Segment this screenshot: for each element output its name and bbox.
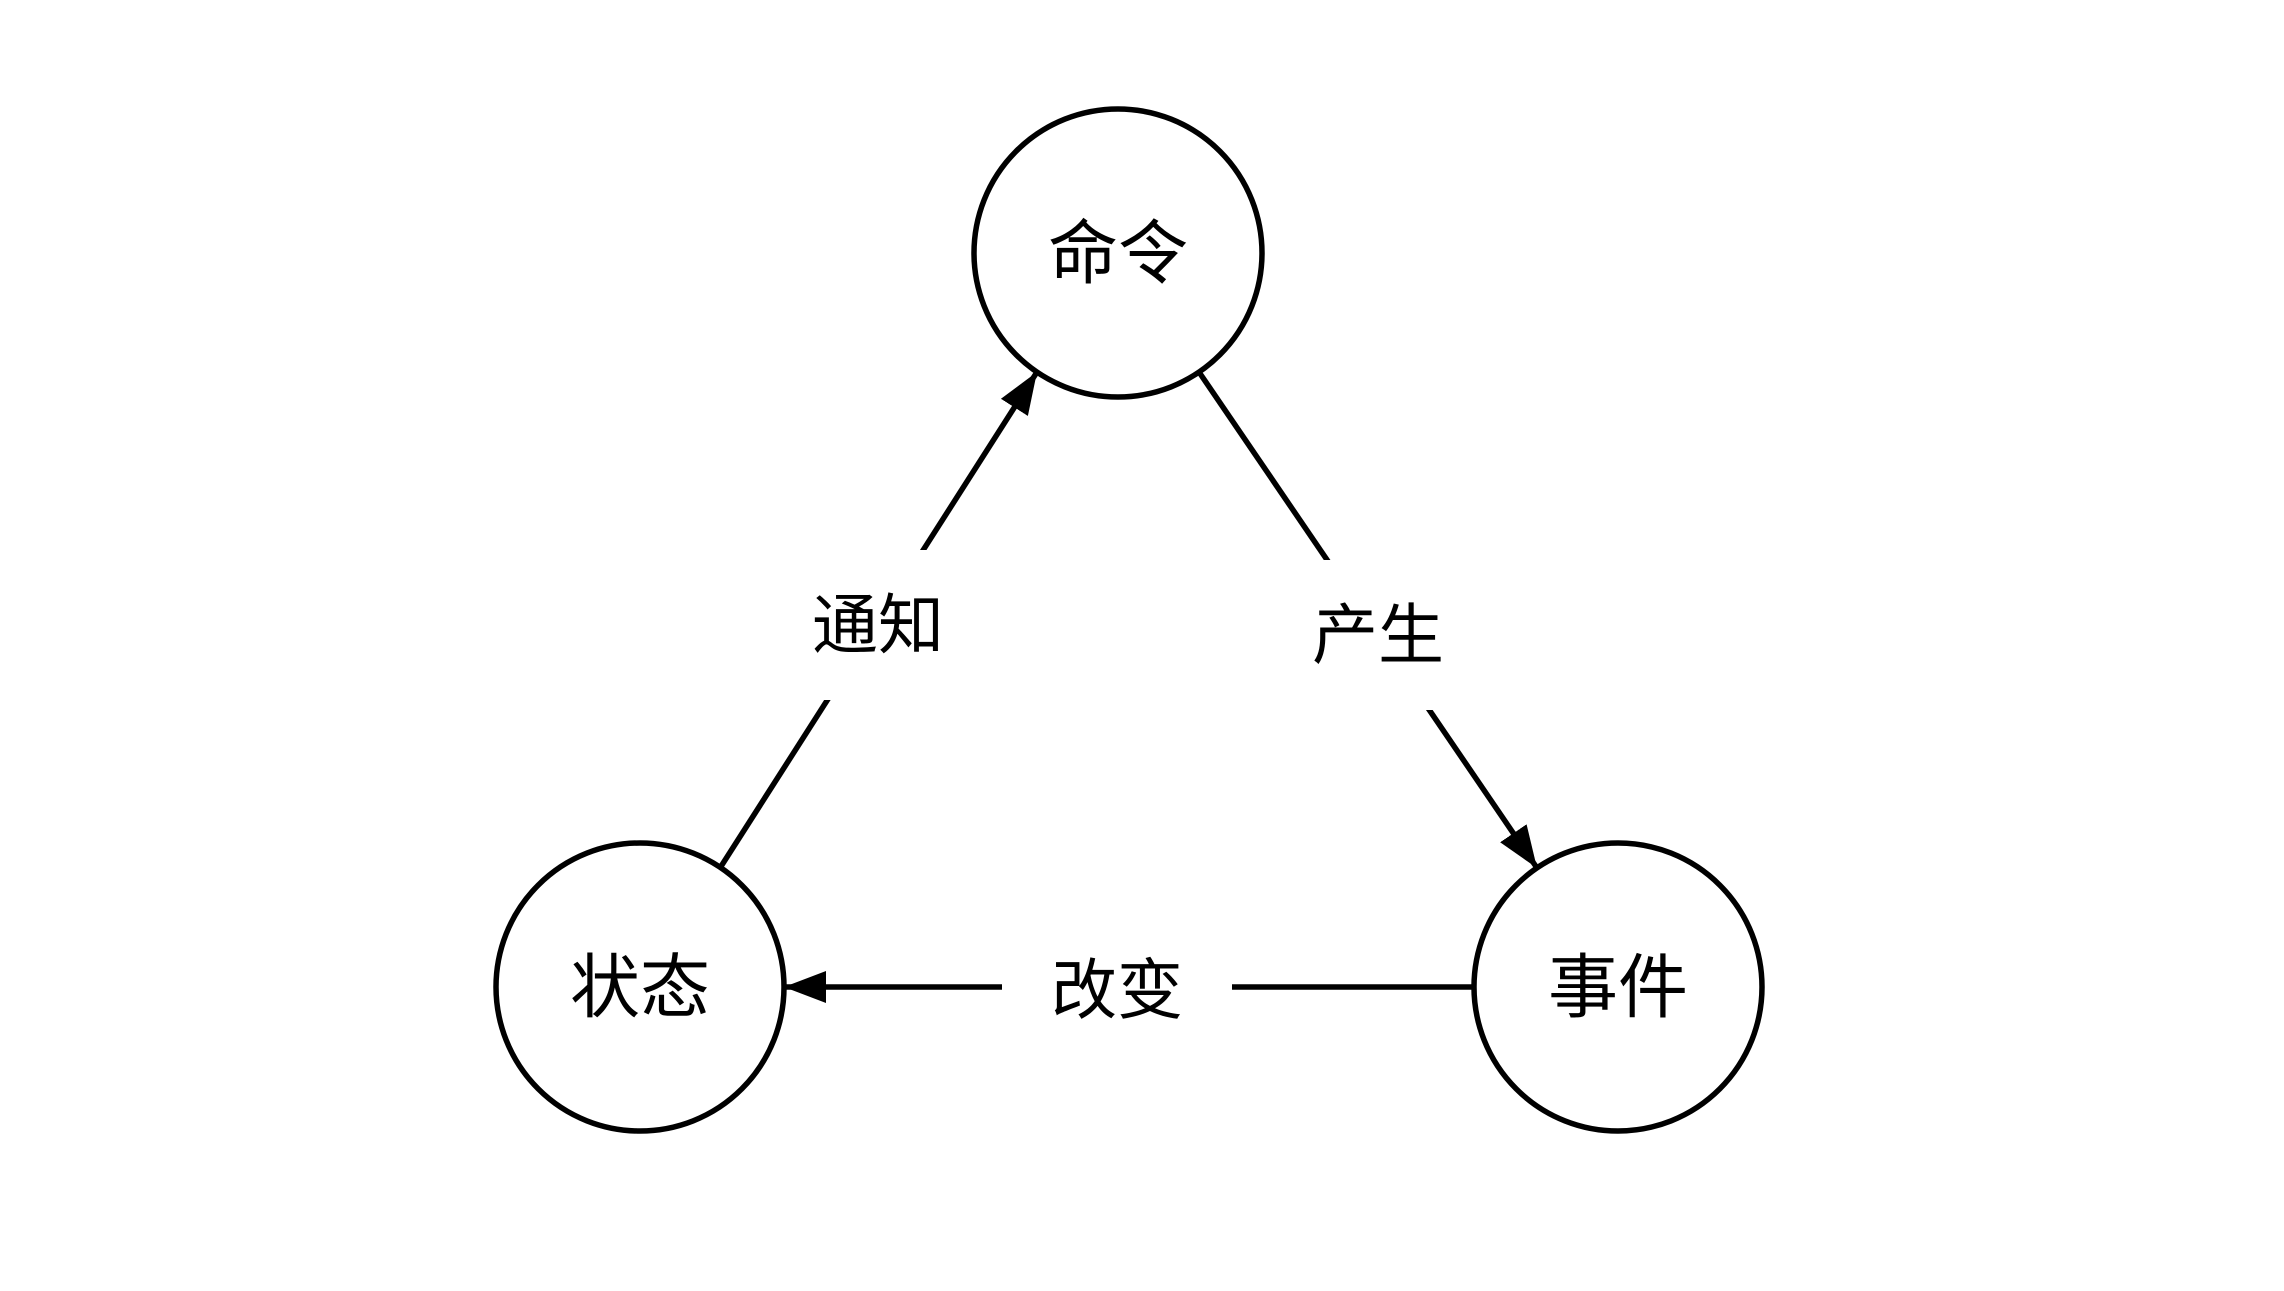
node-event-label: 事件 [1548, 949, 1688, 1027]
node-event-circle [1471, 840, 1765, 1134]
node-event: 事件 [1471, 840, 1765, 1134]
edge-label-notify-mask [763, 550, 993, 700]
edge-label-produce-mask [1263, 560, 1493, 710]
edge-label-change-mask [1002, 930, 1232, 1050]
node-state-circle [493, 840, 787, 1134]
node-state-label: 状态 [570, 949, 710, 1027]
node-command-circle [971, 106, 1265, 400]
edge-label-produce: 产生 [1312, 598, 1444, 672]
edge-label-change: 改变 [1051, 953, 1183, 1027]
edge-label-notify: 通知 [812, 588, 944, 662]
node-state: 状态 [493, 840, 787, 1134]
node-command: 命令 [971, 106, 1265, 400]
node-command-label: 命令 [1048, 215, 1188, 293]
